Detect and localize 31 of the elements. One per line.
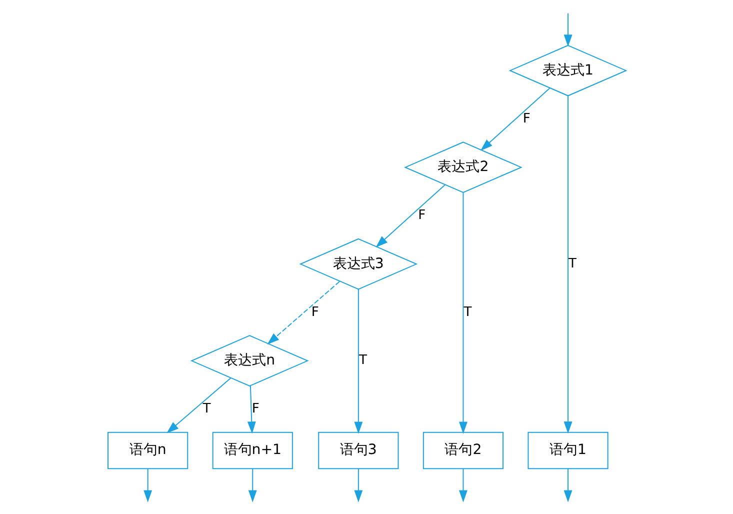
node-box: 语句1 [527,432,608,470]
arrow [563,468,572,502]
node-diamond: 表达式1 [508,44,627,96]
node-box: 语句2 [422,432,504,470]
edge-label: T [568,256,576,272]
node-box: 语句3 [318,432,398,470]
arrow [458,192,467,434]
edge-label: T [463,304,472,320]
node-diamond: 表达式3 [298,238,418,290]
arrow [354,290,362,434]
arrow [166,378,231,434]
node-box: 语句n+1 [212,432,292,470]
arrow [563,96,572,434]
arrow [266,281,340,344]
node-box: 语句n [107,432,188,470]
edge-label: F [522,111,530,126]
edge-label: F [310,304,318,320]
edge-label: T [358,353,366,368]
arrow [246,386,256,434]
node-diamond: 表达式n [190,335,308,387]
arrow [354,468,362,502]
edge-label: F [251,402,259,417]
arrow [563,13,572,47]
arrow [375,184,445,248]
arrow [458,468,467,502]
arrow [143,468,152,502]
node-diamond: 表达式2 [404,142,522,194]
arrow [480,88,550,151]
arrow [248,468,256,502]
edge-label: T [202,402,210,417]
edge-label: F [418,208,426,224]
